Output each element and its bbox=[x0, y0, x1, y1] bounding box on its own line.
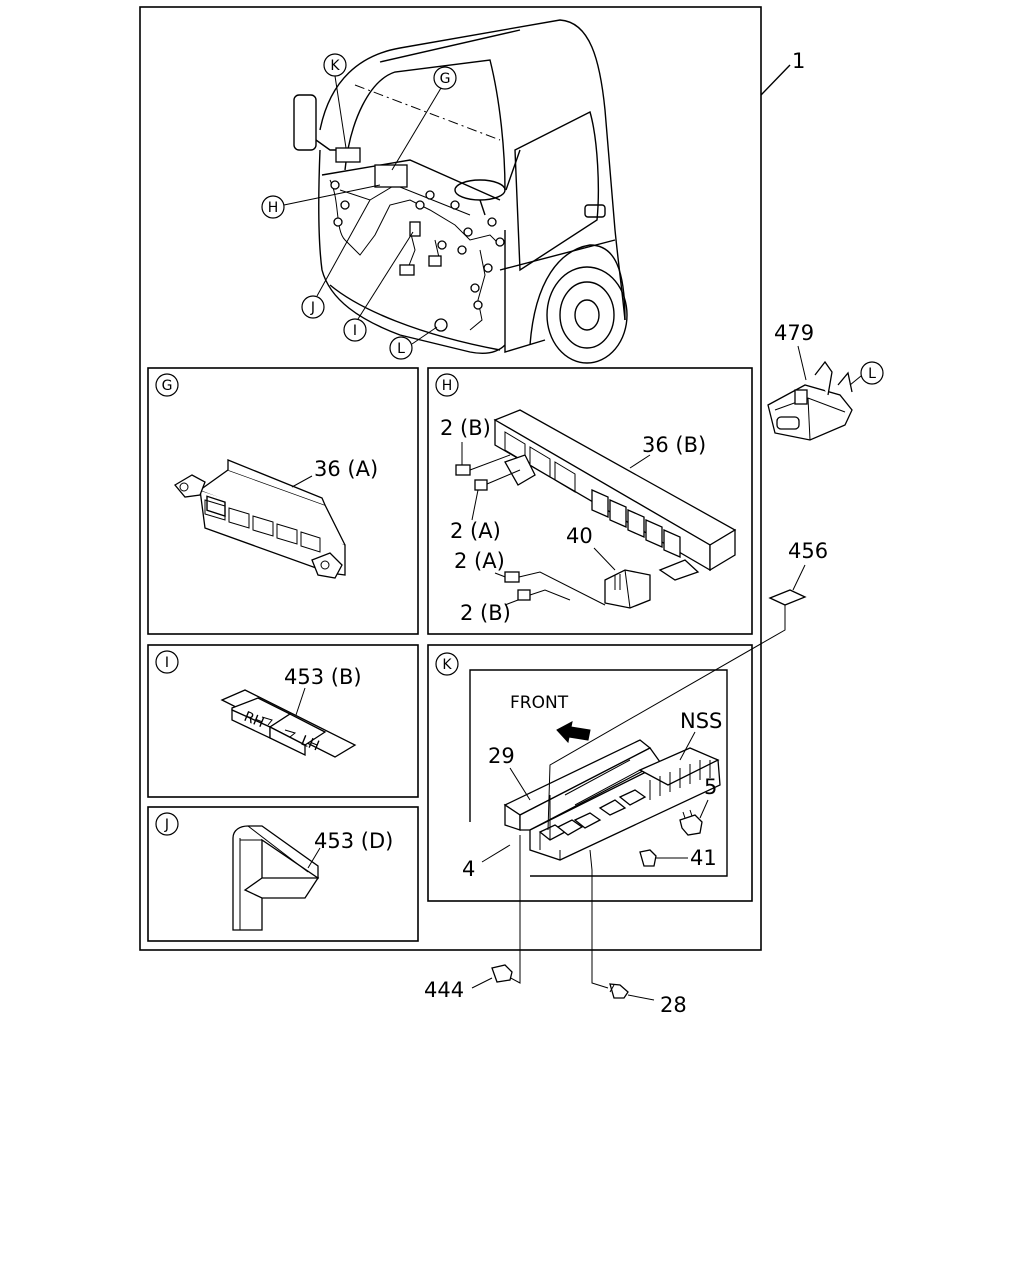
label-36b: 36 (B) bbox=[642, 433, 706, 457]
svg-text:I: I bbox=[165, 655, 169, 671]
callout-g-main: G bbox=[391, 66, 457, 171]
front-arrow-icon bbox=[556, 721, 591, 744]
callout-l-main: L bbox=[389, 326, 438, 360]
svg-text:J: J bbox=[310, 300, 315, 316]
label-36a: 36 (A) bbox=[314, 457, 378, 481]
fuse-box-assembly bbox=[503, 739, 721, 861]
callout-k-main: K bbox=[323, 53, 347, 149]
label-29: 29 bbox=[488, 744, 515, 768]
svg-text:L: L bbox=[868, 366, 876, 382]
label-41: 41 bbox=[690, 846, 717, 870]
label-2b-top: 2 (B) bbox=[440, 416, 491, 440]
svg-text:LH: LH bbox=[299, 733, 322, 755]
label-2b-bot: 2 (B) bbox=[460, 601, 511, 625]
svg-text:K: K bbox=[442, 657, 452, 673]
panel-j bbox=[147, 806, 419, 942]
label-front: FRONT bbox=[510, 693, 569, 713]
label-453b: 453 (B) bbox=[284, 665, 362, 689]
truck-cab-illustration bbox=[293, 19, 628, 364]
panel-g bbox=[147, 367, 419, 635]
label-4: 4 bbox=[462, 857, 475, 881]
svg-text:RH: RH bbox=[242, 709, 267, 731]
label-2a-bot: 2 (A) bbox=[454, 549, 505, 573]
callout-j-main: J bbox=[301, 199, 371, 319]
label-2a-top: 2 (A) bbox=[450, 519, 501, 543]
connector-479: 479 L bbox=[767, 321, 884, 441]
svg-text:I: I bbox=[353, 323, 357, 339]
svg-text:K: K bbox=[330, 58, 340, 74]
panel-i bbox=[147, 644, 419, 798]
label-456: 456 bbox=[788, 539, 828, 563]
relay-bracket-36b bbox=[493, 409, 737, 581]
callout-i-main: I bbox=[343, 231, 414, 342]
panel-h bbox=[427, 367, 753, 635]
svg-text:H: H bbox=[442, 378, 453, 394]
label-assembly: 1 bbox=[792, 49, 805, 73]
assembly-frame bbox=[139, 6, 762, 951]
fuse-label-453b: RH LH bbox=[220, 689, 357, 758]
svg-text:L: L bbox=[397, 341, 405, 357]
relay-bracket-36a bbox=[174, 459, 346, 579]
svg-text:G: G bbox=[162, 378, 173, 394]
svg-text:J: J bbox=[164, 817, 169, 833]
label-5: 5 bbox=[704, 775, 717, 799]
label-444: 444 bbox=[424, 978, 464, 1002]
panel-k bbox=[427, 644, 753, 902]
svg-text:479: 479 bbox=[774, 321, 814, 345]
svg-text:G: G bbox=[440, 71, 451, 87]
label-453d: 453 (D) bbox=[314, 829, 393, 853]
svg-text:H: H bbox=[268, 200, 279, 216]
label-40: 40 bbox=[566, 524, 593, 548]
label-sheet-453d bbox=[232, 825, 320, 931]
label-nss: NSS bbox=[680, 709, 722, 733]
label-28: 28 bbox=[660, 993, 687, 1017]
callout-h-main: H bbox=[261, 184, 381, 219]
